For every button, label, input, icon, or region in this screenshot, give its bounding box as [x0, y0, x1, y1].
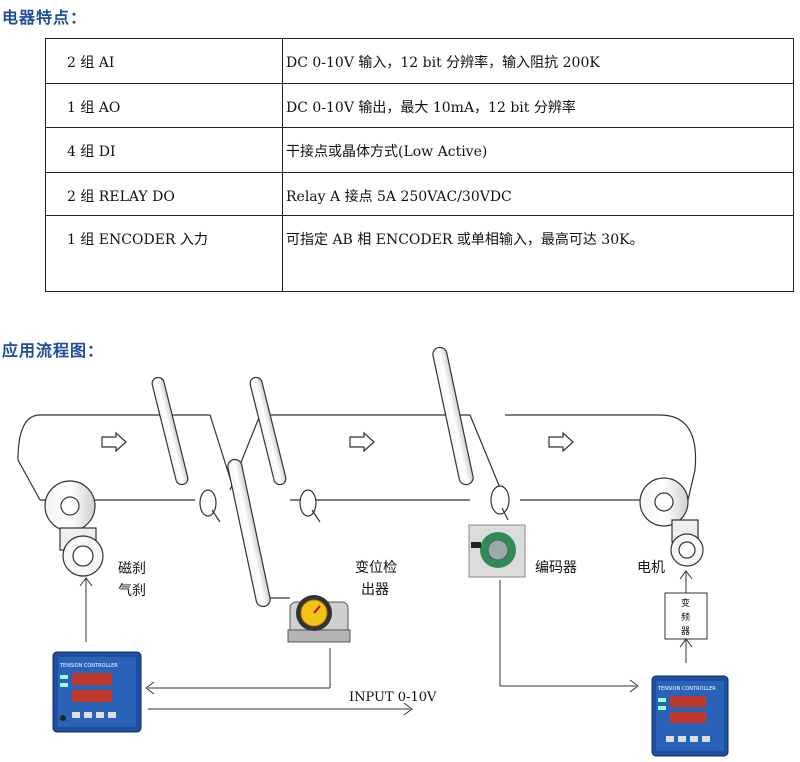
displacement-sensor-device	[287, 595, 351, 643]
table-cell-desc: Relay A 接点 5A 250VAC/30VDC	[282, 172, 794, 216]
table-row: 2 组 RELAY DO Relay A 接点 5A 250VAC/30VDC	[45, 172, 794, 216]
table-cell-item: 2 组 RELAY DO	[45, 172, 283, 216]
table-row: 4 组 DI 干接点或晶体方式(Low Active)	[45, 127, 794, 173]
table-cell-desc: 可指定 AB 相 ENCODER 或单相输入，最高可达 30K。	[282, 215, 794, 292]
svg-text:TENSION CONTROLLER: TENSION CONTROLLER	[657, 686, 716, 692]
svg-text:器: 器	[681, 626, 690, 637]
svg-text:变: 变	[681, 597, 690, 609]
flow-arrow	[101, 431, 127, 453]
inverter-box: 变 频 器	[664, 592, 708, 640]
table-row: 1 组 AO DC 0-10V 输出，最大 10mA，12 bit 分辨率	[45, 83, 794, 128]
table-row: 2 组 AI DC 0-10V 输入，12 bit 分辨率，输入阻抗 200K	[45, 38, 794, 84]
motor-label: 电机	[637, 560, 665, 576]
spec-table: 2 组 AI DC 0-10V 输入，12 bit 分辨率，输入阻抗 200K …	[45, 38, 794, 292]
encoder-label: 编码器	[535, 560, 577, 576]
roller	[151, 346, 474, 486]
flow-arrow	[349, 431, 375, 453]
sensor-label-line1: 变位检	[355, 560, 397, 576]
table-cell-item: 1 组 AO	[45, 83, 283, 128]
flow-diagram: 磁刹 气刹 变位检 出器 编码器 电机 变 频 器 INPUT 0-10V TE…	[17, 346, 729, 757]
tension-controller-right: TENSION CONTROLLER	[651, 675, 729, 757]
table-cell-desc: DC 0-10V 输出，最大 10mA，12 bit 分辨率	[282, 83, 794, 128]
svg-text:TENSION CONTROLLER: TENSION CONTROLLER	[59, 663, 118, 669]
flow-heading: 应用流程图：	[2, 341, 105, 360]
table-cell-item: 4 组 DI	[45, 127, 283, 173]
table-cell-item: 2 组 AI	[45, 38, 283, 84]
table-cell-desc: 干接点或晶体方式(Low Active)	[282, 127, 794, 173]
dancer-roller	[227, 458, 271, 608]
sensor-label-line2: 出器	[361, 582, 389, 598]
tension-controller-left: TENSION CONTROLLER	[52, 651, 142, 733]
encoder-device	[468, 524, 526, 578]
table-cell-item: 1 组 ENCODER 入力	[45, 215, 283, 292]
table-cell-desc: DC 0-10V 输入，12 bit 分辨率，输入阻抗 200K	[282, 38, 794, 84]
unwind-roll	[44, 480, 104, 577]
motor-roll	[639, 477, 704, 567]
idler-roller	[199, 485, 510, 523]
brake-label-line1: 磁刹	[118, 561, 146, 577]
input-signal-label: INPUT 0-10V	[349, 690, 437, 705]
flow-arrow	[548, 431, 574, 453]
brake-label-line2: 气刹	[118, 583, 146, 599]
table-row: 1 组 ENCODER 入力 可指定 AB 相 ENCODER 或单相输入，最高…	[45, 215, 794, 292]
signal-wires	[79, 570, 693, 716]
features-heading: 电器特点：	[2, 8, 88, 27]
svg-text:频: 频	[681, 611, 690, 623]
